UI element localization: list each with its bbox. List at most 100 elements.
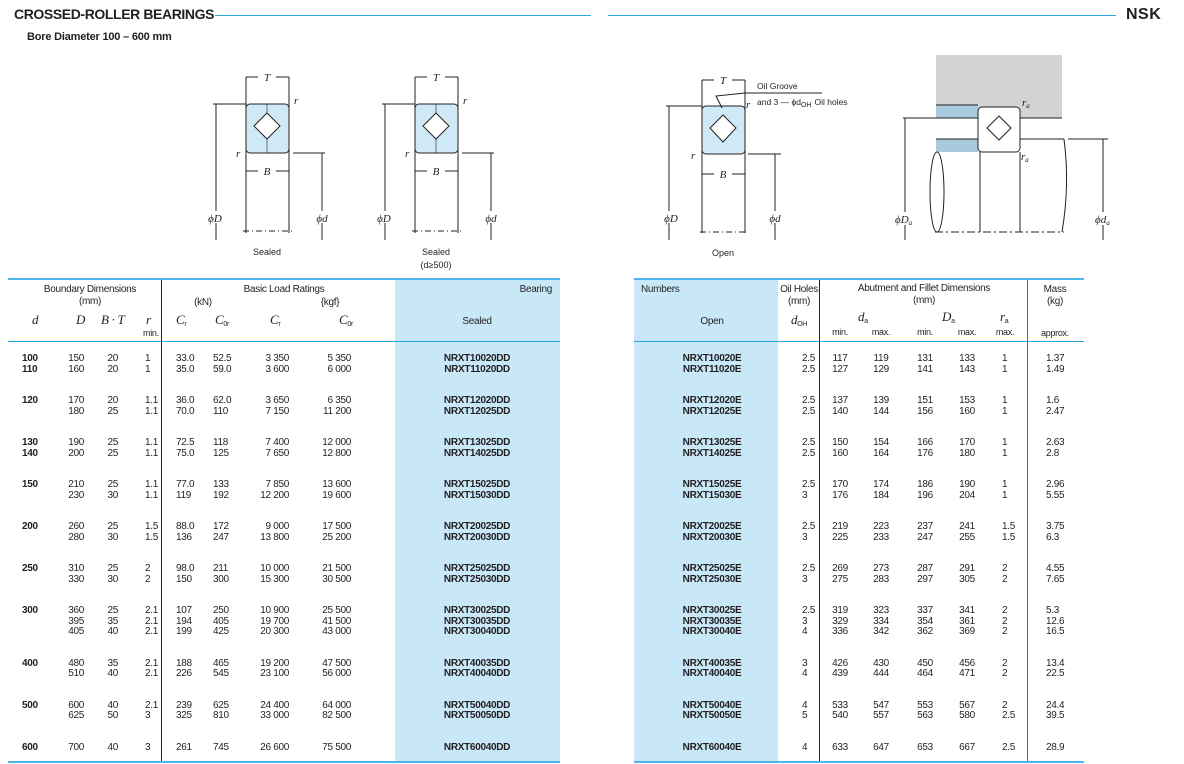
cell-open: NRXT40035E [682, 657, 742, 669]
cell-open: NRXT13025E [682, 437, 742, 448]
cell-c0r: 62.0 [213, 395, 232, 406]
col-Cr-kN: Cr [176, 312, 187, 328]
cell-ra: 2 [1002, 605, 1008, 616]
cell-doh: 2.5 [802, 363, 816, 375]
cell-sealed: NRXT15030DD [443, 489, 511, 501]
title-rule-right [608, 15, 1116, 16]
cell-mass: 22.5 [1046, 668, 1065, 679]
cell-c0rk: 13 600 [322, 479, 351, 490]
cell-da-max: 154 [873, 437, 889, 448]
kn-unit: (kN) [194, 297, 212, 308]
cell-da-max: 119 [873, 353, 889, 364]
open-column-fill [634, 280, 778, 761]
cell-d: 400 [22, 657, 38, 669]
cell-r: 1.1 [145, 405, 159, 417]
cell-r: 2 [145, 573, 151, 585]
cell-da-max: 341 [959, 605, 975, 616]
cell-open: NRXT60040E [682, 741, 742, 753]
cell-mass: 5.3 [1046, 605, 1060, 616]
cell-doh: 2.5 [802, 563, 816, 574]
cell-r: 3 [145, 741, 151, 753]
cell-doh: 2.5 [802, 447, 816, 459]
cell-ra: 1 [1002, 447, 1008, 459]
dim-d: ϕd [316, 213, 328, 225]
cell-da-min: 533 [832, 699, 848, 711]
cell-crk: 3 600 [265, 363, 289, 375]
col-open: Open [700, 316, 724, 327]
cell-ra: 1 [1002, 489, 1008, 501]
col-BT: B · T [101, 312, 125, 327]
cell-d: 230 [68, 489, 84, 501]
cell-cr: 261 [176, 741, 192, 753]
cell-mass: 1.49 [1046, 363, 1065, 375]
cell-bt: 40 [107, 668, 118, 679]
cell-cr: 77.0 [176, 479, 195, 490]
cell-doh: 4 [802, 626, 808, 637]
cell-bt: 25 [107, 405, 118, 417]
cell-da-max: 129 [873, 363, 889, 375]
caption-sealed-note: (d≥500) [421, 260, 452, 270]
dim-r: r [236, 148, 241, 160]
mass-approx: approx. [1041, 328, 1069, 338]
cell-mass: 2.63 [1046, 437, 1065, 448]
cell-c0rk: 43 000 [322, 626, 351, 637]
cell-open: NRXT50040E [682, 699, 742, 711]
cell-d: 130 [22, 437, 38, 448]
cell-bt: 35 [107, 657, 118, 669]
dim-B: B [720, 169, 727, 181]
cell-ra: 2 [1002, 626, 1008, 637]
cell-ra: 1 [1002, 479, 1008, 490]
cell-d: 600 [22, 741, 38, 753]
cell-doh: 3 [802, 615, 808, 627]
col-r-min: min. [143, 328, 159, 338]
oil-holes-unit: (mm) [787, 296, 811, 307]
cell-da-max: 241 [959, 521, 975, 532]
cell-da-min: 540 [832, 710, 848, 721]
cell-mass: 1.37 [1046, 353, 1065, 364]
cell-mass: 24.4 [1046, 699, 1065, 711]
cell-sealed: NRXT20030DD [443, 531, 511, 543]
cell-c0r: 465 [213, 657, 229, 669]
cell-c0rk: 75 500 [322, 741, 351, 753]
cell-da-max: 667 [959, 741, 975, 753]
cell-da-max: 291 [959, 563, 975, 574]
table-bottom-rule [8, 761, 560, 763]
cell-da-max: 361 [959, 615, 975, 627]
cell-sealed: NRXT50050DD [443, 710, 511, 721]
cell-d: 330 [68, 573, 84, 585]
col-D: D [76, 312, 86, 327]
cell-open: NRXT11020E [682, 363, 742, 375]
cell-ra: 1 [1002, 353, 1008, 364]
cell-mass: 16.5 [1046, 626, 1065, 637]
cell-open: NRXT12025E [682, 405, 742, 417]
cell-da-min: 362 [917, 626, 933, 637]
cell-ra: 2.5 [1002, 710, 1016, 721]
cell-c0rk: 6 350 [327, 395, 351, 406]
cell-doh: 2.5 [802, 353, 816, 364]
cell-sealed: NRXT40040DD [443, 668, 511, 679]
cell-c0rk: 11 200 [322, 405, 351, 417]
cell-c0rk: 12 000 [322, 437, 351, 448]
cell-crk: 7 650 [265, 447, 289, 459]
cell-cr: 98.0 [176, 563, 195, 574]
cell-open: NRXT20030E [682, 531, 742, 543]
cell-doh: 3 [802, 657, 808, 669]
cell-c0rk: 64 000 [322, 699, 351, 711]
caption-sealed-large: Sealed [422, 247, 450, 257]
dim-ra: ra [1021, 151, 1029, 164]
cell-da-min: 237 [917, 521, 933, 532]
cell-open: NRXT20025E [682, 521, 742, 532]
col-Cr-kgf: Cr [270, 312, 281, 328]
cell-c0rk: 82 500 [322, 710, 351, 721]
load-header: Basic Load Ratings [243, 284, 325, 295]
cell-cr: 188 [176, 657, 192, 669]
cell-c0rk: 12 800 [322, 447, 351, 459]
cell-d: 280 [68, 531, 84, 543]
cell-da-min: 354 [917, 615, 933, 627]
cell-c0rk: 25 200 [322, 531, 351, 543]
cell-cr: 136 [176, 531, 192, 543]
cell-mass: 3.75 [1046, 521, 1065, 532]
cell-c0rk: 5 350 [327, 353, 351, 364]
cell-d: 250 [22, 563, 38, 574]
